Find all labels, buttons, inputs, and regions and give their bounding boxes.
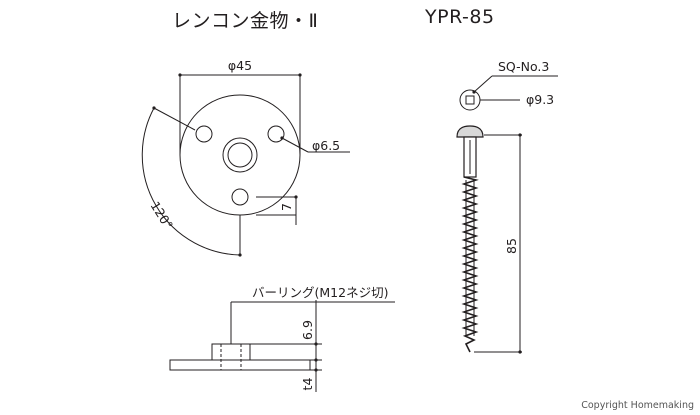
sq-label: SQ-No.3 bbox=[498, 59, 549, 74]
burring-label: バーリング(M12ネジ切) bbox=[252, 285, 388, 300]
offset-label: 7 bbox=[279, 203, 294, 211]
screw-hole-1 bbox=[195, 125, 213, 143]
copyright-text: Copyright Homemaking bbox=[581, 400, 694, 411]
plate-base bbox=[169, 359, 311, 371]
center-hole-inner bbox=[227, 142, 253, 168]
plate-top-view: φ45 φ6.5 120° 7 bbox=[141, 58, 350, 257]
angle-arc bbox=[141, 107, 241, 256]
screw-head-top-view: SQ-No.3 φ9.3 bbox=[459, 59, 558, 111]
plate-side-view: バーリング(M12ネジ切) 6.9 t4 bbox=[169, 285, 395, 392]
model-number-title: YPR-85 bbox=[425, 6, 495, 28]
angle-label: 120° bbox=[147, 199, 176, 232]
screw-hole-3 bbox=[231, 188, 249, 206]
screw-head bbox=[456, 125, 484, 138]
screw-hole-2 bbox=[267, 125, 285, 143]
hole-leader bbox=[280, 136, 309, 153]
square-drive bbox=[465, 95, 475, 105]
screw-side-view: 85 bbox=[456, 125, 522, 354]
hole-label: φ6.5 bbox=[312, 138, 340, 153]
head-diameter-label: φ9.3 bbox=[526, 92, 554, 107]
thickness-label: t4 bbox=[300, 378, 315, 391]
product-name-title: レンコン金物・Ⅱ bbox=[172, 10, 319, 32]
center-hole-outer bbox=[222, 137, 258, 173]
angle-leader-1 bbox=[152, 106, 196, 131]
sq-leader bbox=[472, 75, 493, 94]
screw-head-circle bbox=[459, 89, 481, 111]
burring-collar bbox=[211, 343, 251, 361]
diameter-label: φ45 bbox=[228, 58, 252, 73]
height-label: 6.9 bbox=[300, 320, 315, 340]
length-label: 85 bbox=[504, 238, 519, 254]
